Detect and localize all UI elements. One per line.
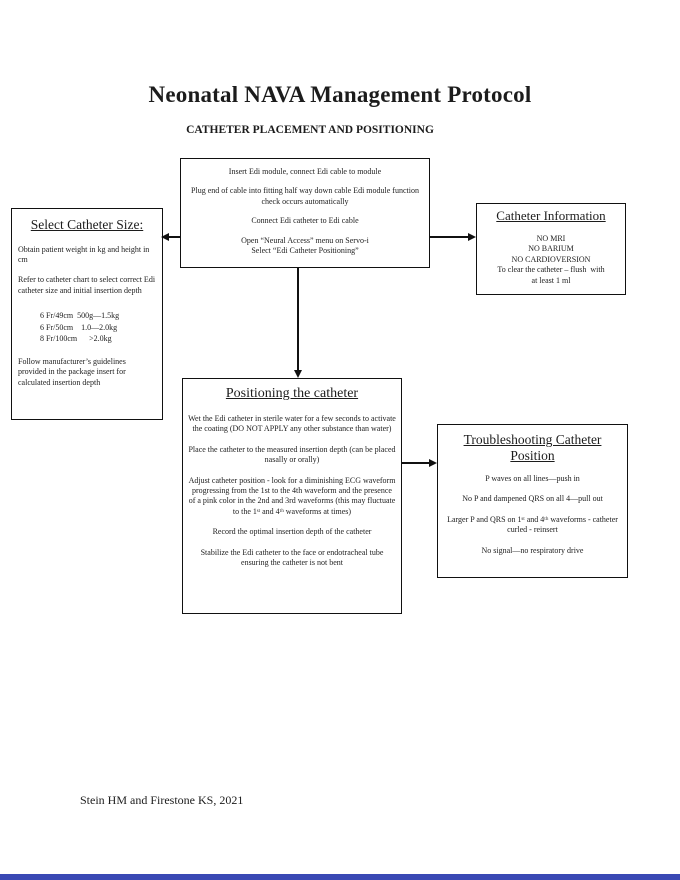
size-row-6fr-50: 6 Fr/50cm 1.0—2.0kg: [40, 322, 118, 332]
size-row-6fr-49: 6 Fr/49cm 500g—1.5kg: [40, 311, 120, 321]
positioning-step-adjust-position: Adjust catheter position - look for a di…: [188, 475, 396, 516]
catheter-size-table: 6 Fr/49cm 500g—1.5kg 6 Fr/50cm 1.0—2.0kg…: [18, 310, 156, 345]
arrow-to-troubleshooting-head: [429, 459, 437, 467]
positioning-step-wet-catheter: Wet the Edi catheter in sterile water fo…: [188, 414, 396, 434]
select-catheter-size-box: Select Catheter Size: Obtain patient wei…: [11, 208, 163, 420]
positioning-step-place-catheter: Place the catheter to the measured inser…: [188, 444, 396, 465]
setup-step-connect-catheter: Connect Edi catheter to Edi cable: [251, 216, 359, 226]
bottom-blue-strip: [0, 874, 680, 880]
size-row-8fr-100: 8 Fr/100cm >2.0kg: [40, 334, 112, 344]
positioning-step-stabilize: Stabilize the Edi catheter to the face o…: [200, 547, 384, 567]
arrow-to-select-head: [161, 233, 169, 241]
select-box-header: Select Catheter Size:: [30, 217, 144, 232]
info-box-header: Catheter Information: [496, 208, 606, 223]
trouble-larger-p: Larger P and QRS on 1ˢᵗ and 4ᵗʰ waveform…: [447, 514, 618, 535]
info-flush-line2: at least 1 ml: [531, 275, 571, 285]
info-no-barium: NO BARIUM: [528, 244, 574, 254]
positioning-step-record-depth: Record the optimal insertion depth of th…: [212, 527, 372, 537]
setup-step-plug-cable: Plug end of cable into fitting half way …: [191, 186, 419, 206]
trouble-p-waves: P waves on all lines—push in: [485, 474, 580, 484]
arrow-to-positioning-line: [297, 268, 299, 372]
info-flush-line1: To clear the catheter – flush with: [497, 265, 605, 275]
setup-box: Insert Edi module, connect Edi cable to …: [180, 158, 430, 268]
select-step-refer-chart: Refer to catheter chart to select correc…: [18, 275, 156, 295]
select-step-follow-guidelines: Follow manufacturer’s guidelines provide…: [18, 356, 126, 387]
arrow-to-info-line: [430, 236, 469, 238]
positioning-box: Positioning the catheter Wet the Edi cat…: [182, 378, 402, 614]
trouble-no-p: No P and dampened QRS on all 4—pull out: [462, 494, 603, 504]
page-title: Neonatal NAVA Management Protocol: [148, 82, 532, 107]
setup-step-select-positioning: Select “Edi Catheter Positioning”: [251, 245, 359, 255]
info-no-cardioversion: NO CARDIOVERSION: [511, 254, 591, 264]
arrow-to-select-line: [168, 236, 180, 238]
catheter-information-box: Catheter Information NO MRI NO BARIUM NO…: [476, 203, 626, 295]
arrow-to-info-head: [468, 233, 476, 241]
troubleshooting-box: Troubleshooting Catheter Position P wave…: [437, 424, 628, 578]
info-no-mri: NO MRI: [536, 233, 566, 243]
trouble-no-signal: No signal—no respiratory drive: [481, 545, 584, 555]
footer-citation: Stein HM and Firestone KS, 2021: [80, 793, 244, 807]
setup-step-insert-module: Insert Edi module, connect Edi cable to …: [228, 167, 382, 176]
troubleshooting-box-header: Troubleshooting Catheter Position: [463, 432, 602, 463]
arrow-to-troubleshooting-line: [402, 462, 431, 464]
select-step-obtain-weight: Obtain patient weight in kg and height i…: [18, 244, 150, 264]
setup-step-open-menu: Open “Neural Access” menu on Servo-i: [241, 235, 369, 245]
page-subtitle: CATHETER PLACEMENT AND POSITIONING: [186, 124, 434, 136]
arrow-to-positioning-head: [294, 370, 302, 378]
positioning-box-header: Positioning the catheter: [225, 386, 359, 401]
